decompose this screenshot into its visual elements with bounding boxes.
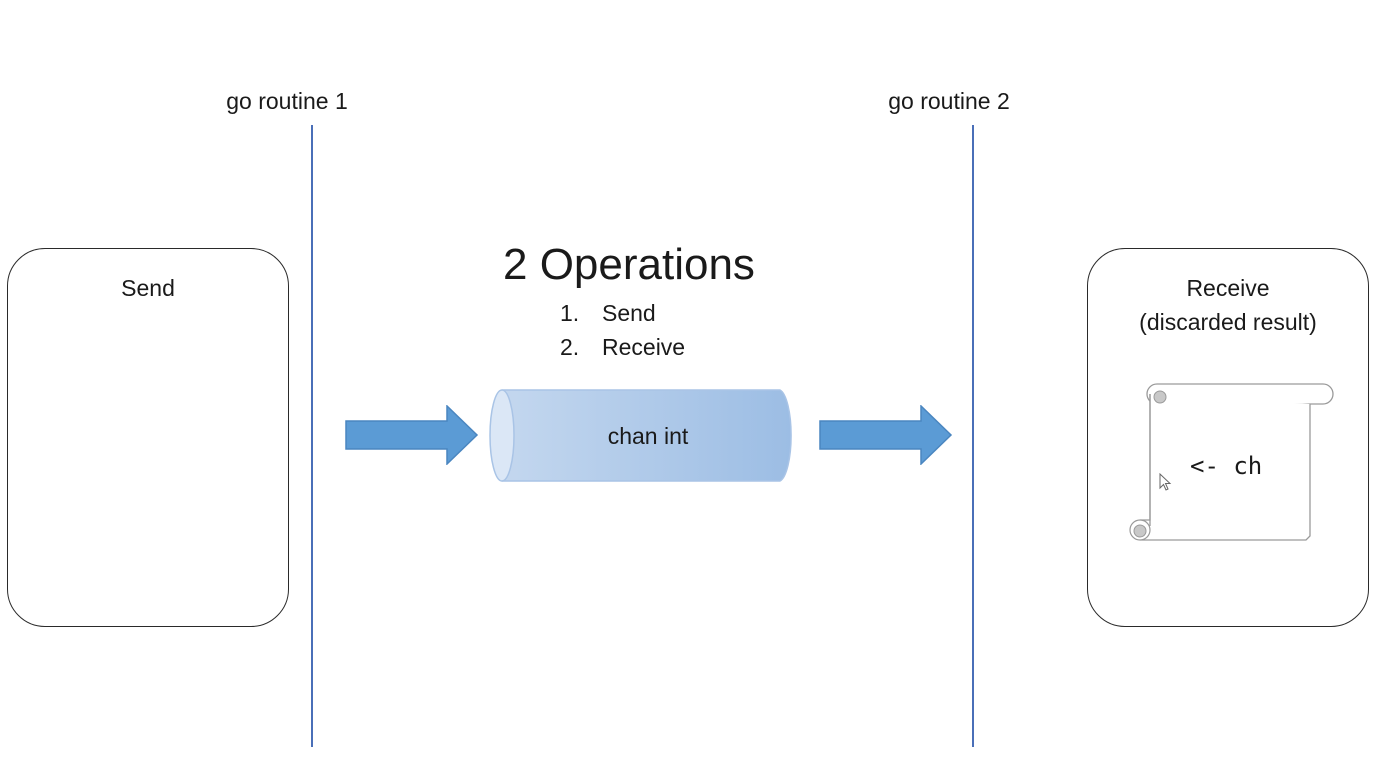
mouse-cursor-icon bbox=[1159, 473, 1172, 491]
receive-box: Receive (discarded result) bbox=[1087, 248, 1369, 627]
operations-title: 2 Operations bbox=[503, 240, 755, 289]
operation-item-label: Receive bbox=[602, 334, 686, 360]
send-box-title: Send bbox=[121, 275, 175, 301]
send-arrow-icon bbox=[345, 405, 479, 465]
channel-label: chan int bbox=[607, 423, 689, 449]
operation-item-number: 1. bbox=[560, 300, 580, 326]
routine-1-label: go routine 1 bbox=[226, 88, 348, 114]
send-box: Send bbox=[7, 248, 289, 627]
operation-item-label: Send bbox=[602, 300, 656, 326]
channel-cylinder bbox=[489, 389, 792, 482]
operations-list: 1. Send 2. Receive bbox=[560, 296, 685, 364]
scroll-code-text: <- ch bbox=[1190, 452, 1263, 480]
operation-item: 1. Send bbox=[560, 296, 685, 330]
scroll-icon bbox=[1129, 383, 1334, 541]
routine-2-label: go routine 2 bbox=[888, 88, 1010, 114]
routine-1-timeline bbox=[311, 125, 313, 747]
receive-box-title: Receive bbox=[1186, 275, 1270, 301]
operation-item-number: 2. bbox=[560, 334, 580, 360]
operation-item: 2. Receive bbox=[560, 330, 685, 364]
routine-2-timeline bbox=[972, 125, 974, 747]
receive-arrow-icon bbox=[819, 405, 953, 465]
receive-box-subtitle: (discarded result) bbox=[1139, 309, 1317, 335]
